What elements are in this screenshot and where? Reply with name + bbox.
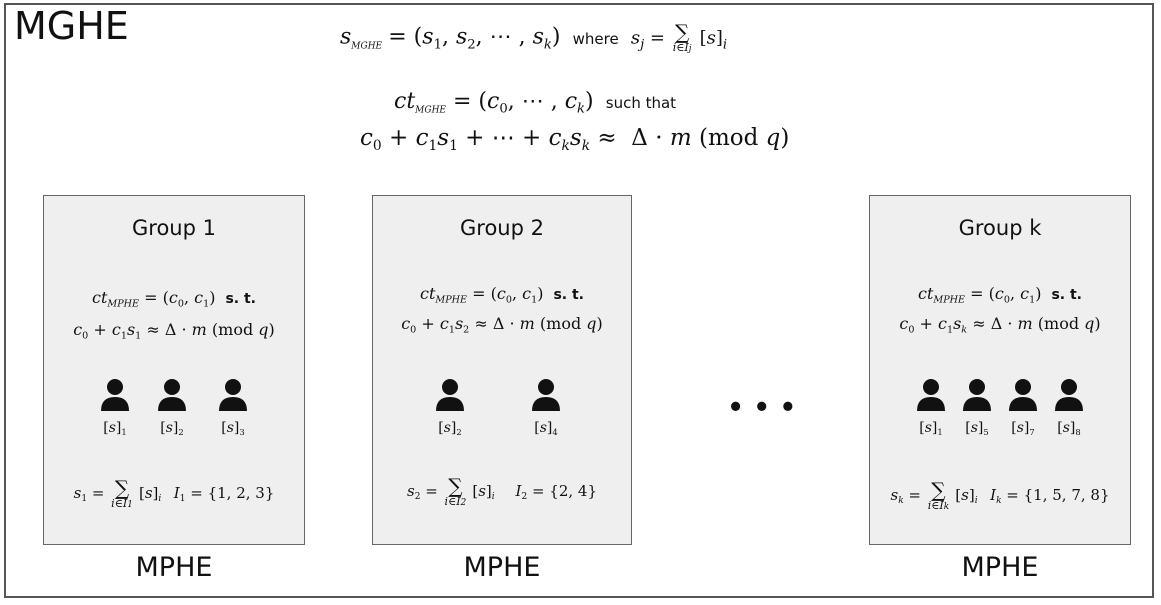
group-box-k: Group k ctMPHE = (c0, c1)s. t. c0 + c1sk…: [869, 195, 1131, 545]
user-icon: [101, 379, 129, 411]
diagram-frame: [4, 3, 1154, 598]
group-title: Group k: [958, 216, 1042, 240]
mghe-ciphertext-equation: ctmghe = (c0, ⋯ , ck) such that: [394, 88, 682, 117]
group-secret-equation: s2 = ∑i∈I2 [s]i I2 = {2, 4}: [407, 474, 597, 508]
group-secret-equation: s1 = ∑i∈I1 [s]i I1 = {1, 2, 3}: [73, 476, 275, 510]
user-item: [s]1: [906, 378, 956, 437]
user-icon: [1009, 379, 1037, 411]
user-index: 2: [456, 426, 462, 437]
group-decryption-equation: c0 + c1s1 ≈ Δ · m (mod q): [73, 320, 275, 342]
user-index: 1: [937, 426, 943, 437]
index-set: {1, 5, 7, 8}: [1023, 485, 1110, 504]
user-item: [s]1: [90, 378, 140, 437]
diagram-title: MGHE: [14, 4, 129, 48]
group-ciphertext-equation: ctMPHE = (c0, c1)s. t.: [92, 288, 256, 310]
group-decryption-equation: c0 + c1s2 ≈ Δ · m (mod q): [401, 314, 603, 336]
user-icon: [219, 379, 247, 411]
group-box-1: Group 1 ctMPHE = (c0, c1)s. t. c0 + c1s1…: [43, 195, 305, 545]
user-index: 1: [121, 426, 127, 437]
user-item: [s]4: [521, 378, 571, 437]
group-secret-equation: sk = ∑i∈Ik [s]i Ik = {1, 5, 7, 8}: [890, 478, 1110, 512]
such-that-word: such that: [605, 94, 677, 112]
user-item: [s]2: [147, 378, 197, 437]
user-index: 3: [239, 426, 245, 437]
user-item: [s]5: [952, 378, 1002, 437]
user-item: [s]7: [998, 378, 1048, 437]
user-icon: [1055, 379, 1083, 411]
user-icon: [158, 379, 186, 411]
group-ciphertext-equation: ctMPHE = (c0, c1)s. t.: [420, 284, 584, 306]
where-word: where: [572, 29, 619, 48]
mghe-secret-equation: smghe = (s1, s2, ⋯ , sk) where sj = ∑i∈I…: [340, 20, 728, 54]
user-index: 5: [983, 426, 989, 437]
user-index: 4: [552, 426, 558, 437]
user-icon: [532, 379, 560, 411]
group-caption: MPHE: [961, 552, 1039, 583]
group-decryption-equation: c0 + c1sk ≈ Δ · m (mod q): [899, 314, 1101, 336]
user-index: 2: [178, 426, 184, 437]
group-caption: MPHE: [135, 552, 213, 583]
group-title: Group 1: [132, 216, 216, 240]
group-ciphertext-equation: ctMPHE = (c0, c1)s. t.: [918, 284, 1082, 306]
group-box-2: Group 2 ctMPHE = (c0, c1)s. t. c0 + c1s2…: [372, 195, 632, 545]
user-icon: [917, 379, 945, 411]
user-item: [s]3: [208, 378, 258, 437]
user-item: [s]2: [425, 378, 475, 437]
such-that-abbrev: s. t.: [1051, 287, 1082, 303]
such-that-abbrev: s. t.: [225, 291, 256, 307]
user-item: [s]8: [1044, 378, 1094, 437]
user-icon: [436, 379, 464, 411]
group-title: Group 2: [460, 216, 544, 240]
index-set: {2, 4}: [549, 481, 597, 500]
such-that-abbrev: s. t.: [553, 287, 584, 303]
ellipsis: • • •: [730, 388, 797, 424]
index-set: {1, 2, 3}: [207, 483, 275, 502]
mghe-decryption-equation: c0 + c1s1 + ⋯ + cksk ≈ Δ · m (mod q): [360, 125, 790, 154]
user-icon: [963, 379, 991, 411]
group-caption: MPHE: [463, 552, 541, 583]
user-index: 7: [1029, 426, 1035, 437]
user-index: 8: [1075, 426, 1081, 437]
